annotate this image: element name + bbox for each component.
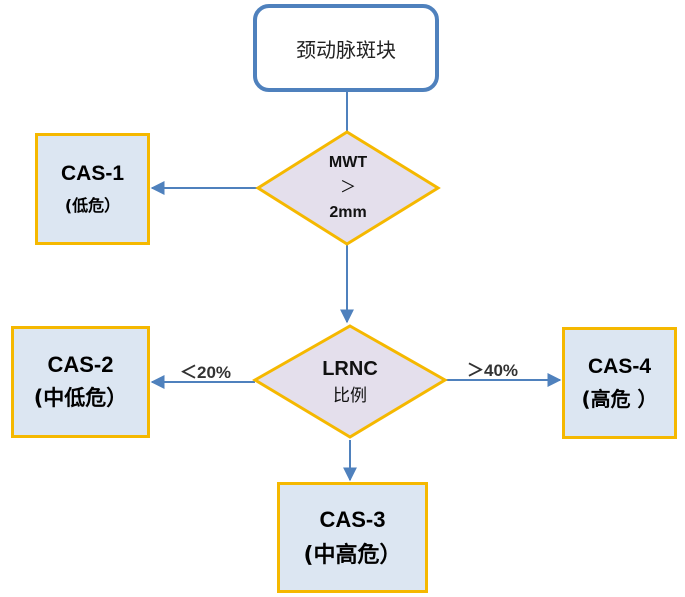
decision-mwt-label: MWT ＞ 2mm [298, 150, 398, 225]
cas2-risk: (中低危） [33, 386, 128, 410]
outcome-cas3: CAS-3 (中高危） [277, 482, 428, 593]
decision-mwt-line1: MWT [328, 154, 368, 171]
cas1-name: CAS-1 [60, 162, 124, 185]
cas4-risk: (高危 ） [581, 386, 658, 411]
cas1-risk: (低危） [64, 196, 121, 215]
cas2-name: CAS-2 [47, 352, 114, 377]
decision-lrnc-diamond [252, 324, 448, 439]
cas3-risk: (中高危） [303, 542, 402, 568]
edge-label-less-than-20: ＜20% [180, 363, 232, 382]
edge-label-greater-than-40: ＞40% [467, 361, 519, 380]
decision-lrnc-line1: LRNC [322, 358, 378, 380]
outcome-cas2: CAS-2 (中低危） [11, 326, 150, 438]
decision-lrnc-label: LRNC 比例 [300, 356, 400, 410]
start-node-carotid-plaque: 颈动脉斑块 [253, 4, 439, 92]
cas4-name: CAS-4 [587, 354, 651, 378]
decision-mwt-line3: 2mm [329, 204, 367, 221]
outcome-cas4: CAS-4 (高危 ） [562, 327, 677, 439]
start-node-label: 颈动脉斑块 [296, 37, 396, 62]
decision-lrnc-line2: 比例 [333, 386, 367, 406]
decision-mwt-diamond [255, 130, 441, 246]
cas3-name: CAS-3 [319, 506, 386, 532]
outcome-cas1: CAS-1 (低危） [35, 133, 150, 245]
decision-mwt-line2: ＞ [339, 179, 356, 196]
